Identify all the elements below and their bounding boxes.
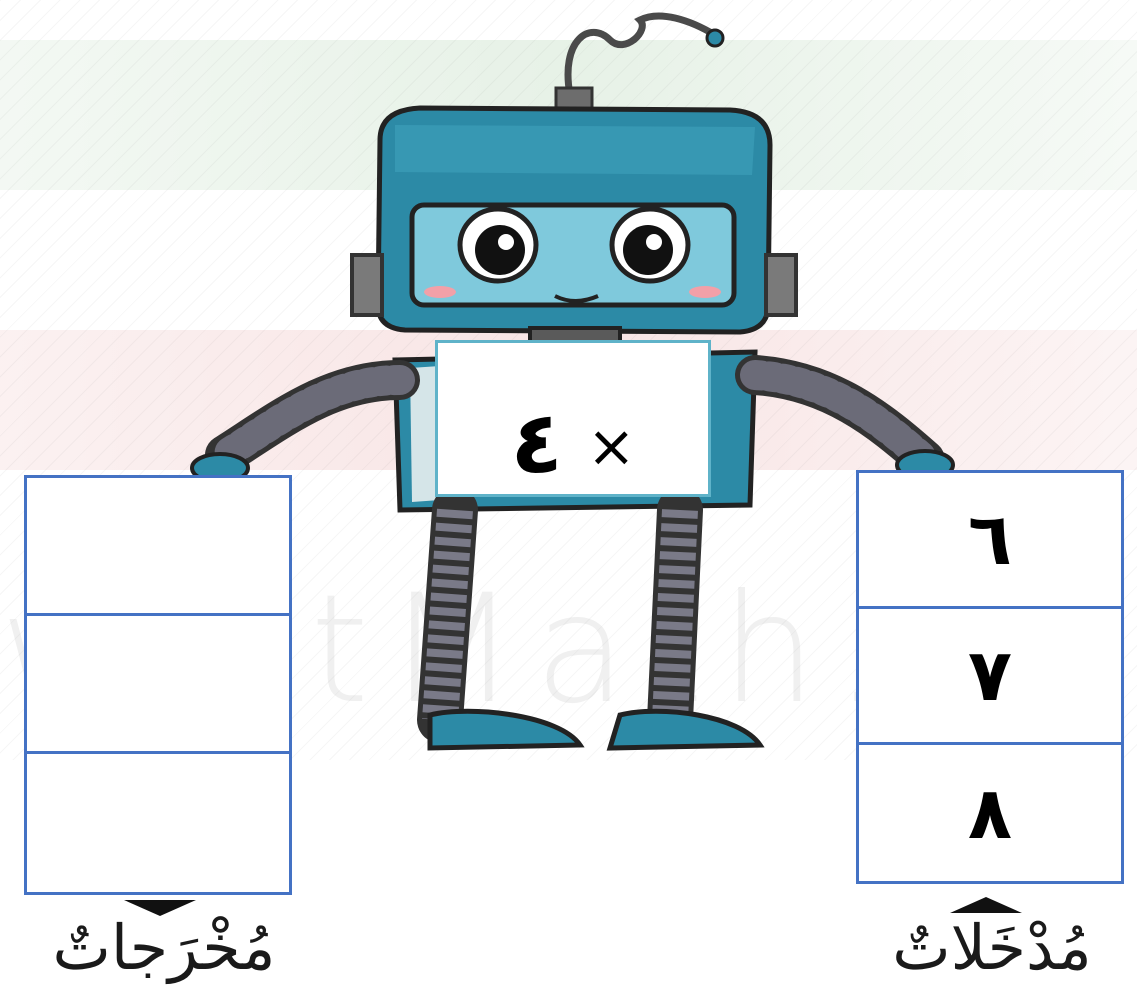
output-cell-1[interactable] [27,478,289,616]
outputs-label: مُخْرَجاتٌ [14,908,314,988]
output-cell-2[interactable] [27,616,289,754]
rule-number: ٤ [510,393,563,493]
input-cell-1: ٦ [859,473,1121,609]
multiply-sign: × [587,412,636,480]
rule-box: ٤× [435,340,711,497]
outputs-column [24,475,292,895]
inputs-label: مُدْخَلاتٌ [842,908,1137,988]
output-cell-3[interactable] [27,754,289,892]
inputs-column: ٦ ٧ ٨ [856,470,1124,884]
rule-expression: ٤× [438,403,708,483]
input-cell-2: ٧ [859,609,1121,745]
input-cell-3: ٨ [859,745,1121,881]
